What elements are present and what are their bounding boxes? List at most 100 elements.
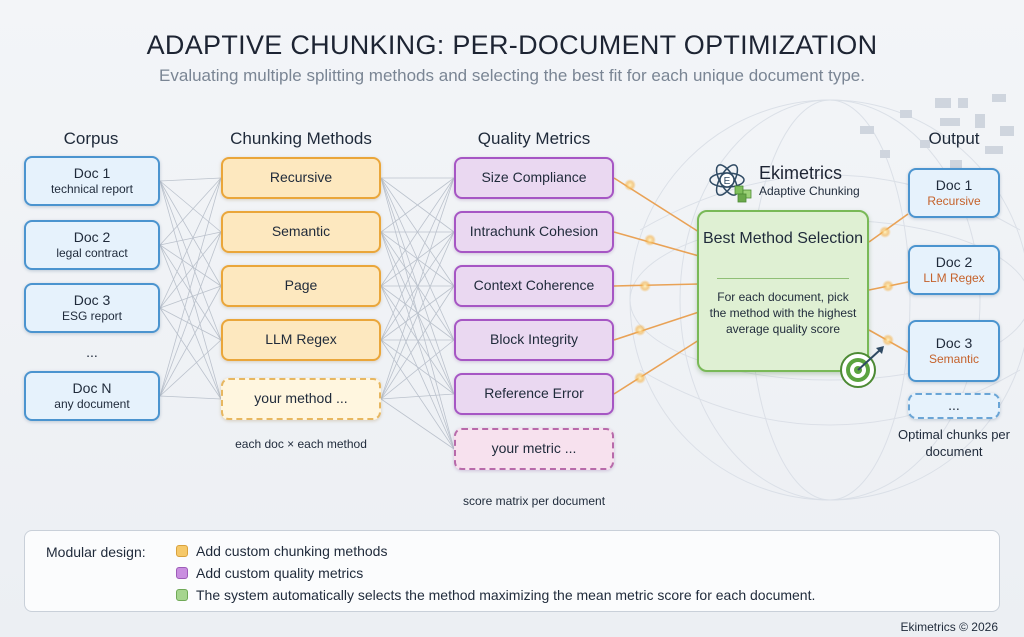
best-method-divider [717,278,849,279]
corpus-doc-type: legal contract [56,246,128,261]
corpus-doc-type: any document [54,397,130,412]
method-to-metric-line [380,339,455,450]
legend-item-metrics: Add custom quality metrics [176,565,363,581]
connector-glow [644,234,656,246]
corpus-doc-title: Doc 2 [73,228,111,245]
connector-glow [634,372,646,384]
metric-block-integrity: Block Integrity [454,319,614,361]
footer-copyright: Ekimetrics © 2026 [900,620,998,634]
metric-to-best-line [613,283,700,287]
connector-glow [634,324,646,336]
legend-item-selection: The system automatically selects the met… [176,587,815,603]
legend-text: Add custom quality metrics [196,565,364,581]
best-method-title: Best Method Selection [702,230,864,247]
method-to-metric-line [380,231,455,341]
method-to-metric-line [380,231,455,400]
best-method-description: For each document, pick the method with … [709,290,857,337]
doc-to-method-line [159,177,222,182]
metric-to-best-line [613,311,700,341]
method-recursive: Recursive [221,157,381,199]
cube-icon [734,185,752,203]
connector-glow [882,280,894,292]
output-doc-title: Doc 2 [935,253,973,270]
logo-letter: E [724,176,731,187]
metric-intrachunk-cohesion: Intrachunk Cohesion [454,211,614,253]
connector-glow [882,334,894,346]
doc-to-method-line [159,285,222,309]
connector-glow [624,179,636,191]
modular-design-panel: Modular design: Add custom chunking meth… [24,530,1000,612]
corpus-doc-title: Doc 1 [73,164,111,181]
metric-size-compliance: Size Compliance [454,157,614,199]
corpus-doc-3: Doc 3 ESG report [24,283,160,333]
corpus-doc-n: Doc N any document [24,371,160,421]
modular-label: Modular design: [46,544,146,560]
best-method-selection: Best Method Selection For each document,… [697,210,869,372]
method-llm-regex: LLM Regex [221,319,381,361]
legend-swatch-method [176,545,188,557]
output-doc-3: Doc 3 Semantic [908,320,1000,382]
corpus-doc-title: Doc N [72,379,112,396]
column-header-corpus: Corpus [63,129,119,148]
method-to-metric-line [380,177,455,233]
doc-to-method-line [159,180,222,341]
output-doc-title: Doc 3 [935,334,973,351]
brand-tagline: Adaptive Chunking [759,184,860,198]
doc-to-method-line [159,177,222,397]
corpus-doc-type: ESG report [61,309,123,324]
legend-swatch-best [176,589,188,601]
method-to-metric-line [380,393,455,400]
metric-reference-error: Reference Error [454,373,614,415]
output-caption: Optimal chunks per document [898,427,1010,459]
metrics-caption: score matrix per document [462,494,606,508]
output-doc-title: Doc 1 [935,176,973,193]
output-doc-method: Semantic [928,352,980,367]
legend-text: The system automatically selects the met… [196,587,816,603]
metric-to-best-line [613,339,700,395]
methods-caption: each doc × each method [235,437,367,451]
method-to-metric-line [380,339,455,395]
metric-to-best-line [613,231,700,257]
column-header-output: Output [928,129,980,148]
connector-glow [879,226,891,238]
doc-to-method-line [159,244,222,287]
metric-custom-placeholder: your metric ... [454,428,614,470]
doc-to-method-line [159,339,222,397]
doc-to-method-line [159,180,222,400]
legend-text: Add custom chunking methods [196,543,388,559]
method-to-metric-line [380,177,455,400]
target-icon [840,346,884,388]
atom-logo-icon: E [709,164,752,203]
doc-to-method-line [159,307,222,400]
column-header-metrics: Quality Metrics [477,129,591,148]
metric-context-coherence: Context Coherence [454,265,614,307]
method-to-metric-line [380,177,455,287]
doc-to-method-line [159,177,222,246]
legend-item-methods: Add custom chunking methods [176,543,387,559]
method-custom-placeholder: your method ... [221,378,381,420]
method-to-metric-line [380,398,455,450]
doc-to-method-line [159,307,222,341]
corpus-doc-1: Doc 1 technical report [24,156,160,206]
legend-swatch-metric [176,567,188,579]
brand-name: Ekimetrics [759,163,843,183]
corpus-doc-type: technical report [50,182,134,197]
connector-glow [639,280,651,292]
method-to-metric-line [380,285,455,450]
output-doc-2: Doc 2 LLM Regex [908,245,1000,295]
method-to-metric-line [380,285,455,341]
dart-icon [857,346,884,371]
doc-to-method-line [159,231,222,397]
page-title: ADAPTIVE CHUNKING: PER-DOCUMENT OPTIMIZA… [146,30,878,60]
output-doc-1: Doc 1 Recursive [908,168,1000,218]
doc-to-method-line [159,180,222,233]
corpus-doc-2: Doc 2 legal contract [24,220,160,270]
corpus-ellipsis: ... [86,344,98,360]
column-header-methods: Chunking Methods [230,129,372,148]
doc-to-method-line [159,395,222,400]
doc-to-method-line [159,177,222,309]
method-to-metric-line [380,339,455,400]
doc-to-method-line [159,285,222,397]
method-page: Page [221,265,381,307]
